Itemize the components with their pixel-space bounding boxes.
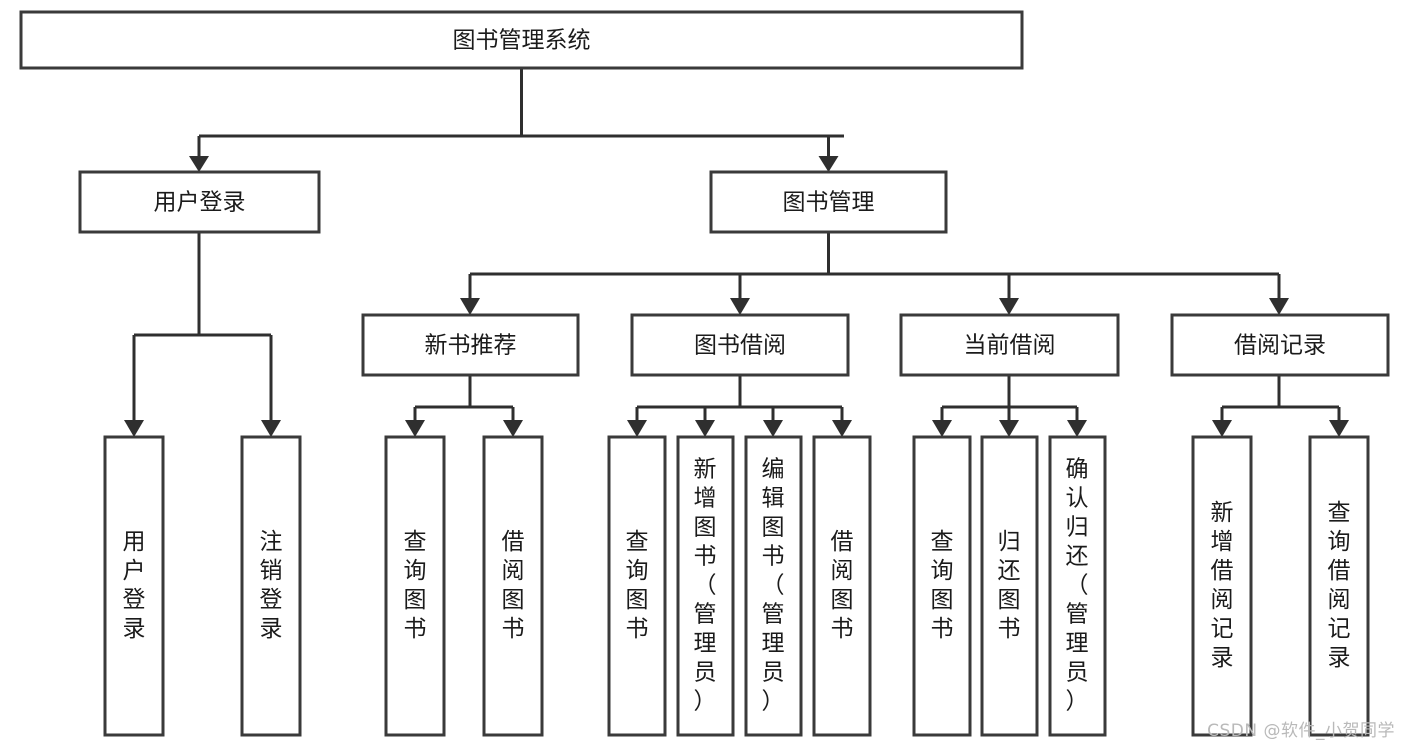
node-leaf-query-book-3[interactable]: 查询图书: [912, 435, 972, 737]
leaf-confirm-return-admin-label: 确认归还（管理员）: [1066, 457, 1089, 715]
arrowhead-leaf-query-book-2: [627, 420, 647, 437]
leaf-logout-login-label: 注销登录: [260, 529, 283, 642]
node-leaf-return-book[interactable]: 归还图书: [980, 435, 1039, 737]
arrowhead-leaf-user-login: [124, 420, 144, 437]
leaf-confirm-return-admin-box[interactable]: [1048, 435, 1107, 737]
node-leaf-user-login[interactable]: 用户登录: [103, 435, 165, 737]
arrowhead-leaf-confirm-return-admin: [1067, 420, 1087, 437]
arrowhead-leaf-borrow-book-2: [832, 420, 852, 437]
leaf-query-book-3-label: 查询图书: [931, 529, 954, 642]
arrowhead-leaf-borrow-book-1: [503, 420, 523, 437]
book-borrow-box[interactable]: [630, 313, 850, 377]
connector-layer: [124, 68, 1349, 437]
node-leaf-edit-book-admin[interactable]: 编辑图书（管理员）: [744, 435, 803, 737]
csdn-watermark: CSDN @软件_小贺同学: [1207, 721, 1395, 741]
borrow-record-box[interactable]: [1170, 313, 1390, 377]
new-book-recommend-box[interactable]: [361, 313, 580, 377]
node-leaf-borrow-book-2[interactable]: 借阅图书: [812, 435, 872, 737]
node-user-login[interactable]: 用户登录: [78, 170, 321, 234]
node-root[interactable]: 图书管理系统: [19, 10, 1024, 70]
arrowhead-leaf-query-borrow-record: [1329, 420, 1349, 437]
node-leaf-logout-login[interactable]: 注销登录: [240, 435, 302, 737]
user-login-label: 用户登录: [154, 190, 246, 216]
node-leaf-add-borrow-record[interactable]: 新增借阅记录: [1191, 435, 1253, 737]
leaf-add-borrow-record-label: 新增借阅记录: [1211, 500, 1234, 671]
leaf-add-book-admin-label: 新增图书（管理员）: [694, 457, 717, 715]
node-leaf-query-book-1[interactable]: 查询图书: [384, 435, 446, 737]
leaf-borrow-book-1-label: 借阅图书: [502, 529, 525, 642]
user-login-box[interactable]: [78, 170, 321, 234]
arrowhead-book-borrow: [730, 298, 750, 315]
book-borrow-label: 图书借阅: [694, 333, 786, 359]
root-box[interactable]: [19, 10, 1024, 70]
leaf-query-book-1-label: 查询图书: [404, 529, 427, 642]
leaf-query-borrow-record-box[interactable]: [1308, 435, 1370, 737]
arrowhead-user-login: [189, 156, 209, 172]
node-leaf-query-book-2[interactable]: 查询图书: [607, 435, 667, 737]
book-manage-box[interactable]: [709, 170, 948, 234]
current-borrow-box[interactable]: [899, 313, 1120, 377]
node-leaf-add-book-admin[interactable]: 新增图书（管理员）: [676, 435, 735, 737]
arrowhead-leaf-logout-login: [261, 420, 281, 437]
leaf-return-book-label: 归还图书: [998, 529, 1021, 642]
node-leaf-borrow-book-1[interactable]: 借阅图书: [482, 435, 544, 737]
leaf-edit-book-admin-label: 编辑图书（管理员）: [762, 457, 785, 715]
node-leaf-confirm-return-admin[interactable]: 确认归还（管理员）: [1048, 435, 1107, 737]
arrowhead-leaf-return-book: [999, 420, 1019, 437]
leaf-user-login-box[interactable]: [103, 435, 165, 737]
arrowhead-leaf-query-book-3: [932, 420, 952, 437]
arrowhead-borrow-record: [1269, 298, 1289, 315]
node-leaf-query-borrow-record[interactable]: 查询借阅记录: [1308, 435, 1370, 737]
root-label: 图书管理系统: [453, 28, 591, 54]
book-manage-label: 图书管理: [783, 190, 875, 216]
arrowhead-leaf-add-borrow-record: [1212, 420, 1232, 437]
leaf-user-login-label: 用户登录: [123, 529, 146, 642]
leaf-add-book-admin-box[interactable]: [676, 435, 735, 737]
new-book-recommend-label: 新书推荐: [425, 333, 517, 359]
current-borrow-label: 当前借阅: [964, 333, 1056, 359]
arrowhead-leaf-add-book-admin: [695, 420, 715, 437]
leaf-logout-login-box[interactable]: [240, 435, 302, 737]
leaf-borrow-book-2-box[interactable]: [812, 435, 872, 737]
leaf-add-borrow-record-box[interactable]: [1191, 435, 1253, 737]
leaf-query-book-2-label: 查询图书: [626, 529, 649, 642]
arrowhead-current-borrow: [999, 298, 1019, 315]
leaf-borrow-book-1-box[interactable]: [482, 435, 544, 737]
arrowhead-leaf-edit-book-admin: [763, 420, 783, 437]
node-borrow-record[interactable]: 借阅记录: [1170, 313, 1390, 377]
leaf-query-book-2-box[interactable]: [607, 435, 667, 737]
leaf-query-book-1-box[interactable]: [384, 435, 446, 737]
borrow-record-label: 借阅记录: [1234, 333, 1326, 359]
leaf-query-book-3-box[interactable]: [912, 435, 972, 737]
leaf-return-book-box[interactable]: [980, 435, 1039, 737]
node-new-book-recommend[interactable]: 新书推荐: [361, 313, 580, 377]
leaf-query-borrow-record-label: 查询借阅记录: [1328, 500, 1351, 671]
leaf-borrow-book-2-label: 借阅图书: [831, 529, 854, 642]
node-book-manage[interactable]: 图书管理: [709, 170, 948, 234]
arrowhead-book-manage: [818, 156, 839, 172]
leaf-edit-book-admin-box[interactable]: [744, 435, 803, 737]
arrowhead-leaf-query-book-1: [405, 420, 425, 437]
node-current-borrow[interactable]: 当前借阅: [899, 313, 1120, 377]
node-book-borrow[interactable]: 图书借阅: [630, 313, 850, 377]
arrowhead-new-book-recommend: [460, 298, 480, 315]
